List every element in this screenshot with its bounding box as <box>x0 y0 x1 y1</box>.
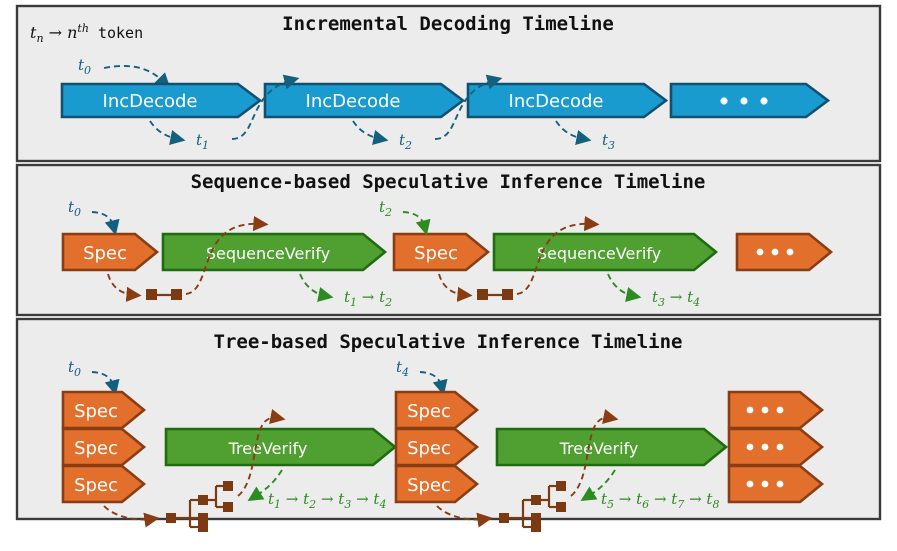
ellipsis-dot <box>776 406 784 414</box>
stage-treeverify-2[interactable]: TreeVerify <box>495 427 729 467</box>
arrow-t4-in <box>419 371 448 396</box>
stage-spec-2[interactable]: Spec <box>392 232 491 272</box>
stage-treeverify-1[interactable]: TreeVerify <box>164 427 398 467</box>
stage-label: IncDecode <box>306 91 401 112</box>
spec-arrow-3[interactable] <box>394 464 480 504</box>
ellipsis-dot <box>786 248 794 256</box>
ellipsis-dot <box>776 443 784 451</box>
token-label-t4: t4 <box>396 358 409 379</box>
stage-label: TreeVerify <box>559 439 639 458</box>
spec-arrow-3[interactable] <box>61 464 147 504</box>
stage-ellipsis-1[interactable] <box>669 82 831 119</box>
ellipsis-dot <box>746 406 754 414</box>
ellipsis-dot <box>761 443 769 451</box>
spec-arrow-1[interactable] <box>61 390 147 430</box>
arrow-out-t2 <box>352 120 389 145</box>
arrow-verify-out-2 <box>607 273 642 302</box>
stage-label: SequenceVerify <box>537 244 661 263</box>
arrow-t0-in <box>103 65 171 89</box>
arrow-out-t3 <box>555 120 592 145</box>
arrow-spec-to-tree-1 <box>103 505 160 528</box>
arrow-chain-to-verify-1 <box>185 215 269 295</box>
stage-label: Spec <box>74 401 118 422</box>
token-label-t3: t3 <box>602 131 615 152</box>
ellipsis-dot <box>746 480 754 488</box>
panel-tree-based-speculative-inference: Tree-based Speculative Inference Timelin… <box>15 317 882 532</box>
output-tokens-2: t3 → t4 <box>652 288 700 309</box>
arrow-t0-in <box>91 371 120 396</box>
ellipsis-dot <box>756 248 764 256</box>
stage-spec-stack-1[interactable]: Spec Spec Spec <box>61 390 147 504</box>
stage-sequenceverify-1[interactable]: SequenceVerify <box>161 232 388 272</box>
ellipsis-dot <box>761 480 769 488</box>
stage-label: Spec <box>407 401 451 422</box>
output-tokens-1: t1 → t2 <box>344 288 392 309</box>
ellipsis-dot <box>776 480 784 488</box>
arrow-tree-to-verify-2 <box>570 409 619 497</box>
stage-label: IncDecode <box>509 91 604 112</box>
panel-sequence-based-speculative-inference: Sequence-based Speculative Inference Tim… <box>15 163 882 317</box>
stage-label: Spec <box>83 243 127 264</box>
panel-2-title: Sequence-based Speculative Inference Tim… <box>191 171 706 193</box>
panel-1-title: Incremental Decoding Timeline <box>282 13 614 35</box>
token-label-t2: t2 <box>399 131 412 152</box>
stage-spec-stack-2[interactable]: Spec Spec Spec <box>394 390 480 504</box>
stage-incdecode-1[interactable]: IncDecode <box>60 82 263 119</box>
spec-arrow-1[interactable] <box>394 390 480 430</box>
token-label-t0: t0 <box>78 56 91 77</box>
stage-spec-1[interactable]: Spec <box>61 232 160 272</box>
token-label-t1: t1 <box>196 131 209 152</box>
panel-3-title: Tree-based Speculative Inference Timelin… <box>214 331 683 353</box>
output-tokens-2: t5 → t6 → t7 → t8 <box>601 490 719 511</box>
arrow-verify-out-1 <box>299 273 334 302</box>
panel-incremental-decoding: tn → nth token Incremental Decoding Time… <box>15 4 882 163</box>
arrow-feedback-1 <box>231 74 300 140</box>
arrow-chain-to-verify-2 <box>516 215 600 295</box>
stage-ellipsis-2[interactable] <box>735 232 834 272</box>
arrow-spec-to-chain-2 <box>438 273 473 302</box>
token-tree-2 <box>499 481 566 532</box>
ellipsis-arrow-1[interactable] <box>727 390 825 430</box>
arrow-spec-to-tree-2 <box>436 505 493 528</box>
ellipsis-dot <box>746 443 754 451</box>
arrow-feedback-2 <box>434 74 503 140</box>
token-sequence-chain-2 <box>477 289 513 300</box>
spec-arrow-2[interactable] <box>61 427 147 467</box>
ellipsis-dot <box>760 97 768 105</box>
stage-sequenceverify-2[interactable]: SequenceVerify <box>492 232 719 272</box>
arrow-t0-in <box>91 211 120 236</box>
stage-ellipsis-stack[interactable] <box>727 390 825 504</box>
stage-label: IncDecode <box>103 91 198 112</box>
stage-label: Spec <box>74 475 118 496</box>
legend-token-note: tn → nth token <box>30 22 143 45</box>
token-label-t2: t2 <box>379 198 392 219</box>
token-label-t0: t0 <box>68 198 81 219</box>
ellipsis-dot <box>740 97 748 105</box>
ellipsis-arrow-3[interactable] <box>727 464 825 504</box>
arrow-verify-out-1 <box>247 469 283 502</box>
stage-incdecode-3[interactable]: IncDecode <box>466 82 669 119</box>
arrow-t2-in <box>402 211 431 236</box>
token-sequence-chain-1 <box>146 289 182 300</box>
stage-label: Spec <box>407 438 451 459</box>
stage-label: Spec <box>407 475 451 496</box>
token-tree-1 <box>166 481 233 532</box>
ellipsis-arrow-2[interactable] <box>727 427 825 467</box>
arrow-spec-to-chain-1 <box>107 273 142 302</box>
stage-label: TreeVerify <box>228 439 308 458</box>
stage-label: Spec <box>74 438 118 459</box>
arrow-verify-out-2 <box>580 469 616 502</box>
spec-arrow-2[interactable] <box>394 427 480 467</box>
arrow-out-t1 <box>149 120 186 145</box>
arrow-tree-to-verify-1 <box>237 409 286 497</box>
stage-label: Spec <box>414 243 458 264</box>
stage-incdecode-2[interactable]: IncDecode <box>263 82 466 119</box>
ellipsis-dot <box>771 248 779 256</box>
ellipsis-dot <box>720 97 728 105</box>
output-tokens-1: t1 → t2 → t3 → t4 <box>268 490 386 511</box>
ellipsis-dot <box>761 406 769 414</box>
token-label-t0: t0 <box>68 358 81 379</box>
stage-label: SequenceVerify <box>206 244 330 263</box>
